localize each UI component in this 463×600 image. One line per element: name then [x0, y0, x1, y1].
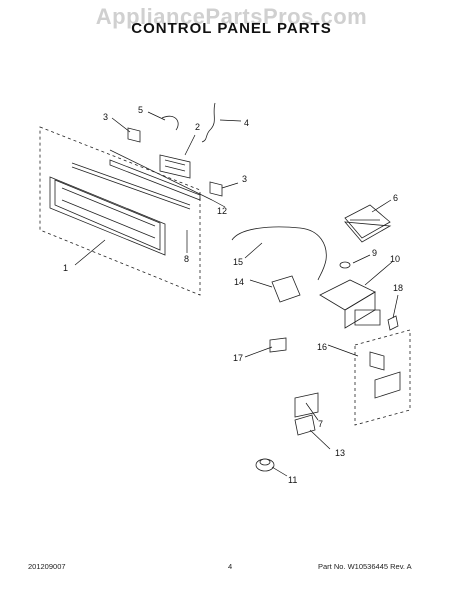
control-panel-trim: [39, 126, 201, 296]
callout-18: 18: [393, 283, 403, 293]
callout-4: 4: [244, 118, 249, 128]
callout-2: 2: [195, 122, 200, 132]
strip-part: [109, 149, 213, 201]
switch-bracket-part: [354, 329, 411, 426]
footer-doc-number: 201209007: [28, 562, 66, 571]
harness-part: [201, 102, 216, 143]
callout-12: 12: [217, 206, 227, 216]
callout-13: 13: [335, 448, 345, 458]
callout-15: 15: [233, 257, 243, 267]
control-board-part: [344, 204, 392, 243]
lamp-socket-part: [294, 414, 316, 436]
harness-loop-part: [231, 226, 327, 281]
callout-14: 14: [234, 277, 244, 287]
callout-3-lower: 3: [242, 174, 247, 184]
callout-7: 7: [318, 419, 323, 429]
watermark: AppliancePartsPros.com: [95, 4, 368, 29]
footer-part-number: Part No. W10536445 Rev. A: [318, 562, 412, 571]
hook-wire-part: [161, 115, 179, 131]
footer-page-number: 4: [228, 562, 233, 571]
callout-5: 5: [138, 105, 143, 115]
grommet-part: [339, 261, 351, 269]
callout-6: 6: [393, 193, 398, 203]
callout-16: 16: [317, 342, 327, 352]
keypad-bracket-part: [159, 154, 191, 179]
callout-3-upper: 3: [103, 112, 108, 122]
callout-8: 8: [184, 254, 189, 264]
switch-part: [294, 392, 319, 418]
callout-17: 17: [233, 353, 243, 363]
callout-9: 9: [372, 248, 377, 258]
fuse-part: [387, 315, 399, 331]
clip-part-upper: [127, 127, 141, 143]
clip-part-lower: [209, 181, 223, 197]
callout-11: 11: [288, 475, 297, 485]
callout-10: 10: [390, 254, 400, 264]
relay-board-part: [319, 279, 381, 329]
knob-part: [255, 458, 275, 472]
thermal-fuse-part: [269, 337, 287, 353]
page-title: CONTROL PANEL PARTS: [131, 20, 332, 37]
callout-1: 1: [63, 263, 68, 273]
connector-part: [271, 275, 301, 303]
